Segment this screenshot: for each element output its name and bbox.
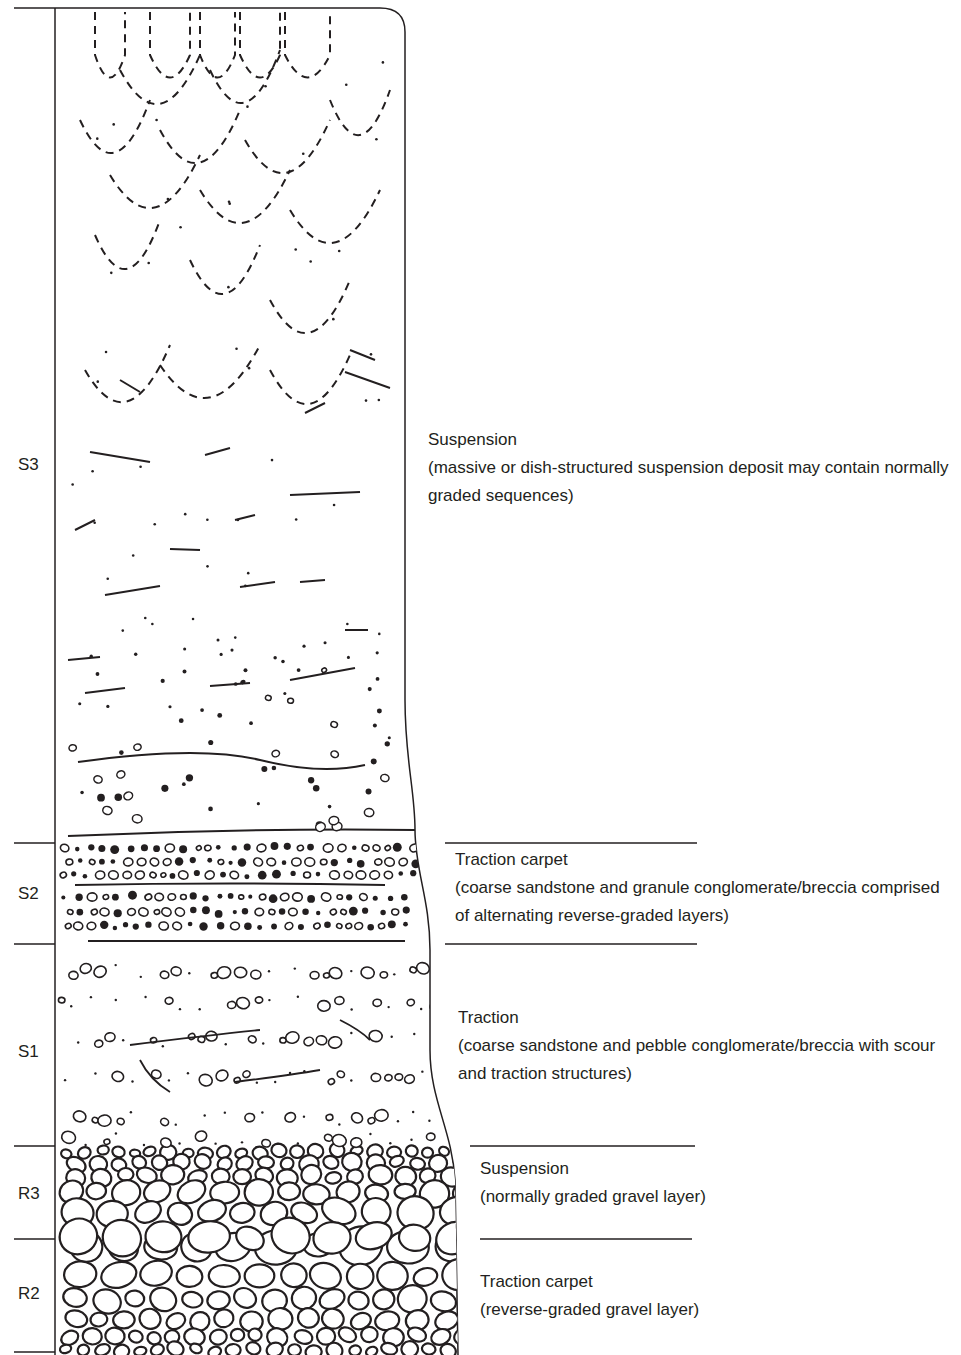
scale-bracket bbox=[14, 8, 55, 1355]
process-description: (coarse sandstone and pebble conglomerat… bbox=[458, 1032, 955, 1088]
unit-label: R2 bbox=[18, 1280, 40, 1308]
unit-label: R3 bbox=[18, 1180, 40, 1208]
process-description: (massive or dish-structured suspension d… bbox=[428, 454, 953, 510]
process-heading: Traction carpet bbox=[480, 1268, 950, 1296]
sediment-fill bbox=[54, 12, 492, 1355]
process-heading: Traction carpet bbox=[455, 846, 955, 874]
process-description: (reverse-graded gravel layer) bbox=[480, 1296, 950, 1324]
grain-size-profile bbox=[55, 8, 458, 1355]
unit-label: S3 bbox=[18, 451, 39, 479]
process-heading: Suspension bbox=[428, 426, 953, 454]
process-heading: Suspension bbox=[480, 1155, 950, 1183]
process-description: (coarse sandstone and granule conglomera… bbox=[455, 874, 955, 930]
process-heading: Traction bbox=[458, 1004, 955, 1032]
unit-label: S2 bbox=[18, 880, 39, 908]
unit-label: S1 bbox=[18, 1038, 39, 1066]
process-description: (normally graded gravel layer) bbox=[480, 1183, 950, 1211]
